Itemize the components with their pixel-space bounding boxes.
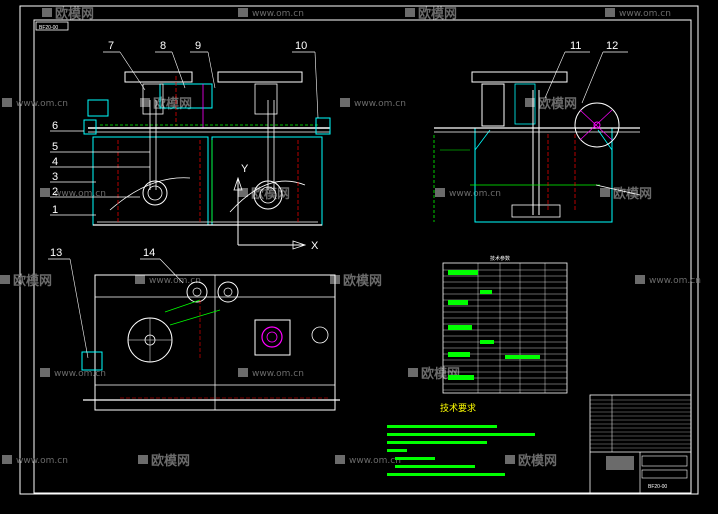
tank-left-cell: [92, 136, 209, 226]
watermark-logo: 欧模网: [525, 96, 577, 112]
watermark-logo: www.om.cn: [435, 188, 501, 199]
svg-text:欧模网: 欧模网: [151, 453, 190, 469]
title-block: BF20-00: [589, 394, 692, 494]
bearing-block-right: [254, 83, 278, 115]
svg-text:www.om.cn: www.om.cn: [16, 99, 68, 109]
svg-text:www.om.cn: www.om.cn: [54, 189, 106, 199]
watermark-logo: 欧模网: [330, 273, 382, 289]
plan-motor-box: [254, 319, 291, 356]
svg-text:欧模网: 欧模网: [613, 186, 652, 202]
svg-text:www.om.cn: www.om.cn: [252, 369, 304, 379]
callout-label: 12: [606, 40, 618, 52]
watermark-logo: 欧模网: [0, 273, 52, 289]
watermark-logo: www.om.cn: [40, 188, 106, 199]
watermark-logo: 欧模网: [405, 6, 457, 22]
top-plate-right: [217, 71, 303, 83]
side-top-plate: [471, 71, 568, 83]
drawing-number-tag-text: BF20-00: [39, 25, 58, 31]
side-pulley: [574, 102, 620, 148]
title-block-drawing-number: BF20-00: [648, 484, 667, 490]
svg-text:欧模网: 欧模网: [518, 453, 557, 469]
side-tank-outline: [474, 128, 613, 223]
svg-text:www.om.cn: www.om.cn: [349, 456, 401, 466]
callout-label: 2: [52, 186, 58, 198]
tech-requirements-title: 技术要求: [440, 402, 476, 414]
svg-text:欧模网: 欧模网: [343, 273, 382, 289]
inner-border: [33, 19, 692, 494]
svg-text:欧模网: 欧模网: [153, 96, 192, 112]
callout-label: 3: [52, 171, 58, 183]
title-block-grid: [590, 399, 691, 449]
drawing-number-tag: [35, 21, 69, 31]
motor-housing: [159, 83, 213, 109]
plan-view: 13 14: [48, 247, 340, 411]
watermark-logo: www.om.cn: [40, 368, 106, 379]
callout-label: 9: [195, 40, 201, 52]
watermark-logo: www.om.cn: [2, 455, 68, 466]
tech-params-table: 技术参数: [442, 255, 568, 394]
plan-pulley-a: [186, 281, 208, 303]
svg-text:www.om.cn: www.om.cn: [252, 9, 304, 19]
callout-label: 1: [52, 204, 58, 216]
svg-text:欧模网: 欧模网: [418, 6, 457, 22]
callout-label: 8: [160, 40, 166, 52]
watermark-logo: www.om.cn: [135, 275, 201, 286]
watermark-logo: www.om.cn: [605, 8, 671, 19]
callout-label: 13: [50, 247, 62, 259]
callout-group-front: 7 8 9 10 6 5 4 3 2 1: [50, 40, 319, 216]
svg-text:www.om.cn: www.om.cn: [354, 99, 406, 109]
callout-label: 14: [143, 247, 155, 259]
svg-text:欧模网: 欧模网: [251, 186, 290, 202]
watermark-logo: 欧模网: [138, 453, 190, 469]
impeller-left: [142, 180, 168, 206]
watermark-logo: www.om.cn: [635, 275, 701, 286]
watermark-logo: www.om.cn: [340, 98, 406, 109]
callout-group-plan: 13 14: [48, 247, 184, 359]
watermark-logo: www.om.cn: [335, 455, 401, 466]
front-view: 7 8 9 10 6 5 4 3 2 1 Y X: [50, 40, 331, 252]
watermark-logo: 欧模网: [140, 96, 192, 112]
axis-label-y: Y: [241, 163, 249, 175]
svg-text:欧模网: 欧模网: [55, 6, 94, 22]
svg-text:欧模网: 欧模网: [13, 273, 52, 289]
callout-label: 4: [52, 156, 58, 168]
plan-pulley-b: [217, 281, 239, 303]
callout-label: 6: [52, 120, 58, 132]
outer-border: [19, 5, 699, 495]
watermark-logo: www.om.cn: [238, 8, 304, 19]
side-motor: [481, 83, 505, 127]
watermark-logo: www.om.cn: [2, 98, 68, 109]
watermark-logo: www.om.cn: [238, 368, 304, 379]
callout-label: 5: [52, 141, 58, 153]
svg-text:www.om.cn: www.om.cn: [149, 276, 201, 286]
impeller-right: [253, 180, 283, 210]
watermark-logo: 欧模网: [42, 6, 94, 22]
tech-params-title: 技术参数: [490, 255, 510, 262]
top-plate-left: [124, 71, 193, 83]
svg-text:欧模网: 欧模网: [538, 96, 577, 112]
watermark-logo: 欧模网: [600, 186, 652, 202]
watermark-layer: 欧模网 www.om.cn 欧模网 www.om.cn www.om.cn 欧模…: [0, 6, 701, 469]
svg-text:www.om.cn: www.om.cn: [54, 369, 106, 379]
svg-text:www.om.cn: www.om.cn: [619, 9, 671, 19]
axis-label-x: X: [311, 240, 319, 252]
callout-label: 11: [570, 40, 581, 52]
callout-label: 10: [295, 40, 307, 52]
callout-group-side: 11 12: [544, 40, 628, 104]
watermark-logo: 欧模网: [505, 453, 557, 469]
bearing-block-left: [142, 83, 164, 115]
callout-label: 7: [108, 40, 114, 52]
svg-text:www.om.cn: www.om.cn: [16, 456, 68, 466]
tech-requirements: 技术要求: [387, 402, 535, 476]
svg-text:www.om.cn: www.om.cn: [649, 276, 701, 286]
side-view: 11 12: [433, 40, 641, 223]
